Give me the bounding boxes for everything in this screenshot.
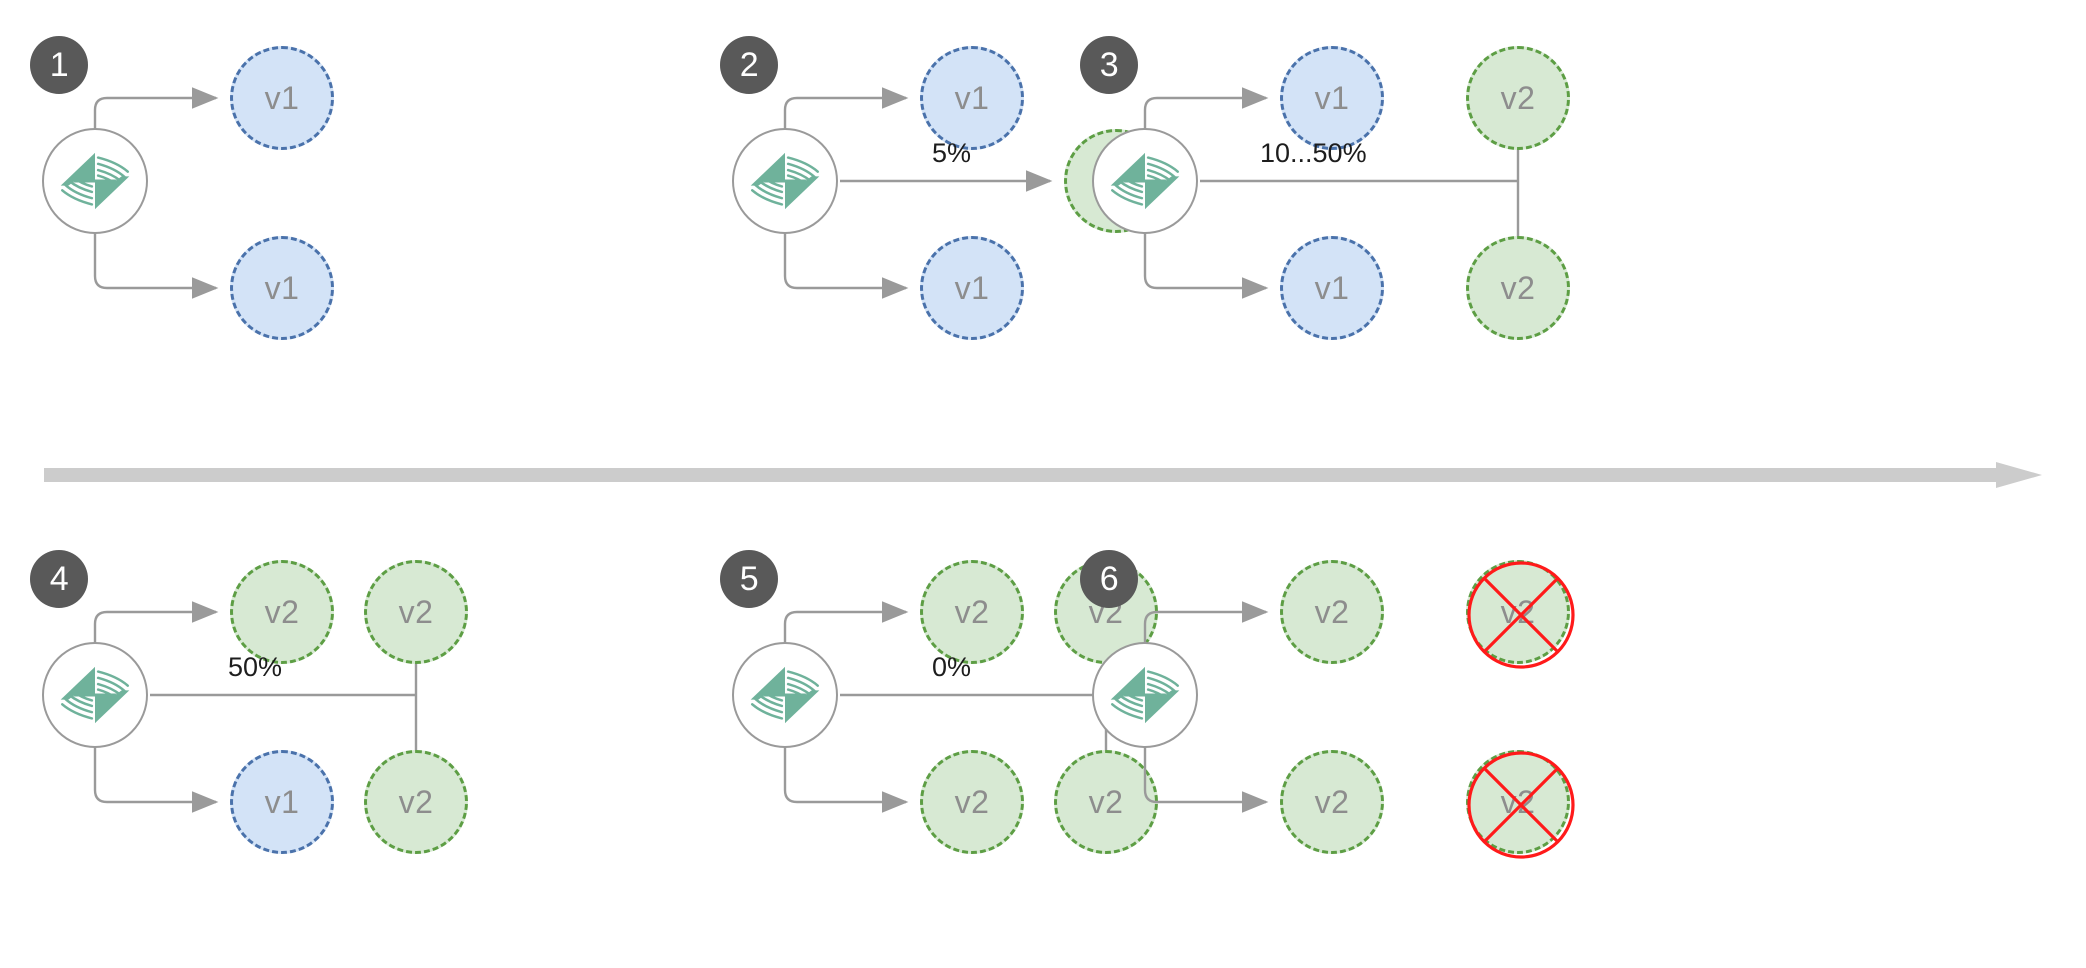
version-node[interactable]: v1 [920, 46, 1024, 150]
version-node[interactable]: v2 [1280, 750, 1384, 854]
version-node-label: v2 [1500, 783, 1536, 820]
version-node[interactable]: v2 [1466, 236, 1570, 340]
connector-wires-1 [93, 87, 219, 299]
step-badge-1: 1 [30, 36, 88, 94]
envoy-proxy-hub-1 [42, 128, 148, 234]
version-node[interactable]: v2 [920, 560, 1024, 664]
connector-wires-6 [1143, 601, 1269, 813]
traffic-percent-label: 50% [228, 652, 283, 682]
version-node[interactable]: v1 [1280, 46, 1384, 150]
version-node[interactable]: v2 [364, 750, 468, 854]
panel-step-2: 2 [720, 18, 1360, 438]
version-node[interactable]: v1 [230, 46, 334, 150]
version-node[interactable]: v2 [1280, 560, 1384, 664]
traffic-percent-label: 10...50% [1260, 138, 1367, 168]
envoy-proxy-icon [750, 666, 820, 724]
version-node[interactable]: v2 [230, 560, 334, 664]
panel-step-1: 1 [30, 18, 670, 438]
panel-step-3: 3 [1080, 18, 2080, 438]
connector-wires-2 [783, 87, 1053, 299]
panel-step-6: 6 [1080, 532, 2080, 952]
version-node[interactable]: v2 [1054, 750, 1158, 854]
traffic-percent-label: 0% [932, 652, 972, 682]
envoy-proxy-icon [60, 666, 130, 724]
version-node[interactable]: v1 [920, 236, 1024, 340]
connector-wires-3 [1143, 87, 1529, 299]
step-badge-2: 2 [720, 36, 778, 94]
version-node-label: v2 [1500, 593, 1536, 630]
version-node-terminated[interactable]: v2 [1466, 750, 1575, 859]
step-badge-3: 3 [1080, 36, 1138, 94]
version-node[interactable]: v1 [230, 750, 334, 854]
step-badge-6: 6 [1080, 550, 1138, 608]
version-node[interactable]: v2 [920, 750, 1024, 854]
envoy-proxy-hub-2 [732, 128, 838, 234]
connector-wires-4 [93, 601, 427, 813]
version-node[interactable]: v2 [1466, 46, 1570, 150]
envoy-proxy-hub-4 [42, 642, 148, 748]
traffic-percent-label: 5% [932, 138, 972, 168]
panel-step-5: 5 [720, 532, 1360, 952]
envoy-proxy-hub-5 [732, 642, 838, 748]
envoy-proxy-icon [60, 152, 130, 210]
envoy-proxy-icon [1110, 152, 1180, 210]
version-node[interactable]: v1 [230, 236, 334, 340]
timeline-arrow [44, 462, 2042, 488]
version-node[interactable]: v1 [1280, 236, 1384, 340]
step-badge-5: 5 [720, 550, 778, 608]
envoy-proxy-hub-3 [1092, 128, 1198, 234]
panel-step-4: 4 [30, 532, 670, 952]
version-node-terminated[interactable]: v2 [1466, 560, 1575, 669]
envoy-proxy-icon [1110, 666, 1180, 724]
envoy-proxy-icon [750, 152, 820, 210]
step-badge-4: 4 [30, 550, 88, 608]
version-node[interactable]: v2 [364, 560, 468, 664]
envoy-proxy-hub-6 [1092, 642, 1198, 748]
